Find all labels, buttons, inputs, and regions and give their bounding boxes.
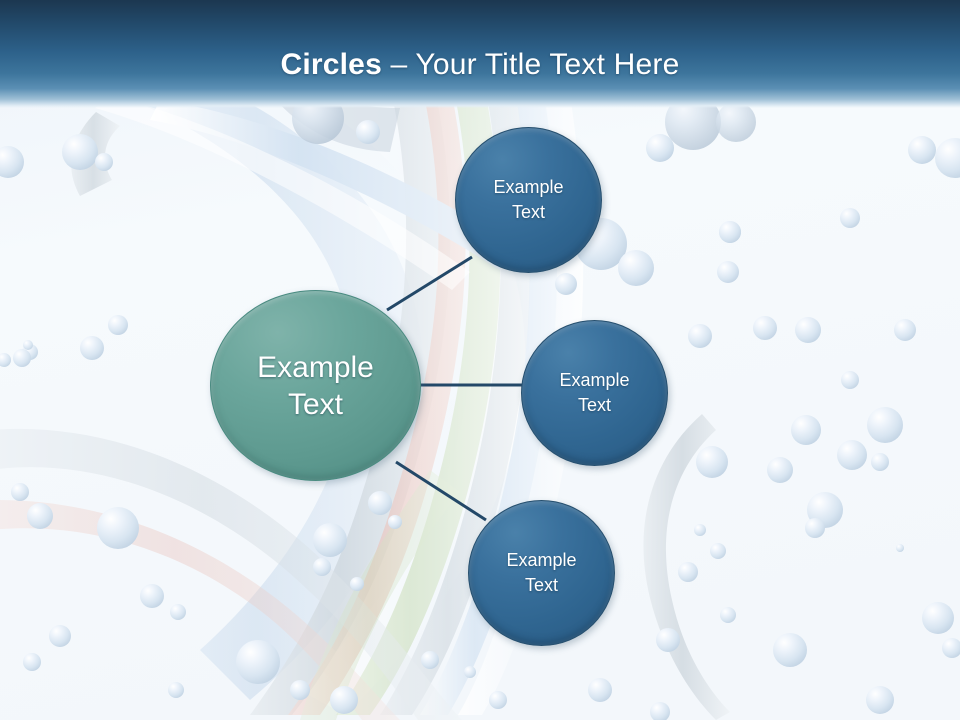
satellite-node-2-label: Example Text (559, 370, 630, 415)
connector-center-to-top (386, 255, 473, 312)
satellite-node-2-example-text[interactable]: Example Text (521, 320, 668, 466)
connector-center-to-bottom (395, 460, 487, 522)
title-band (0, 0, 960, 108)
satellite-node-1-label: Example Text (493, 177, 564, 222)
background-bubbles (0, 92, 960, 720)
page-title-bold: Circles (280, 48, 382, 81)
center-node-example-text[interactable]: Example Text (210, 290, 421, 481)
page-title: Circles – Your Title Text Here (0, 48, 960, 82)
center-node-label: Example Text (257, 350, 374, 421)
satellite-node-1-example-text[interactable]: Example Text (455, 127, 602, 273)
satellite-node-3-example-text[interactable]: Example Text (468, 500, 615, 646)
page-title-regular: – Your Title Text Here (381, 48, 680, 81)
satellite-node-3-label: Example Text (506, 550, 577, 595)
